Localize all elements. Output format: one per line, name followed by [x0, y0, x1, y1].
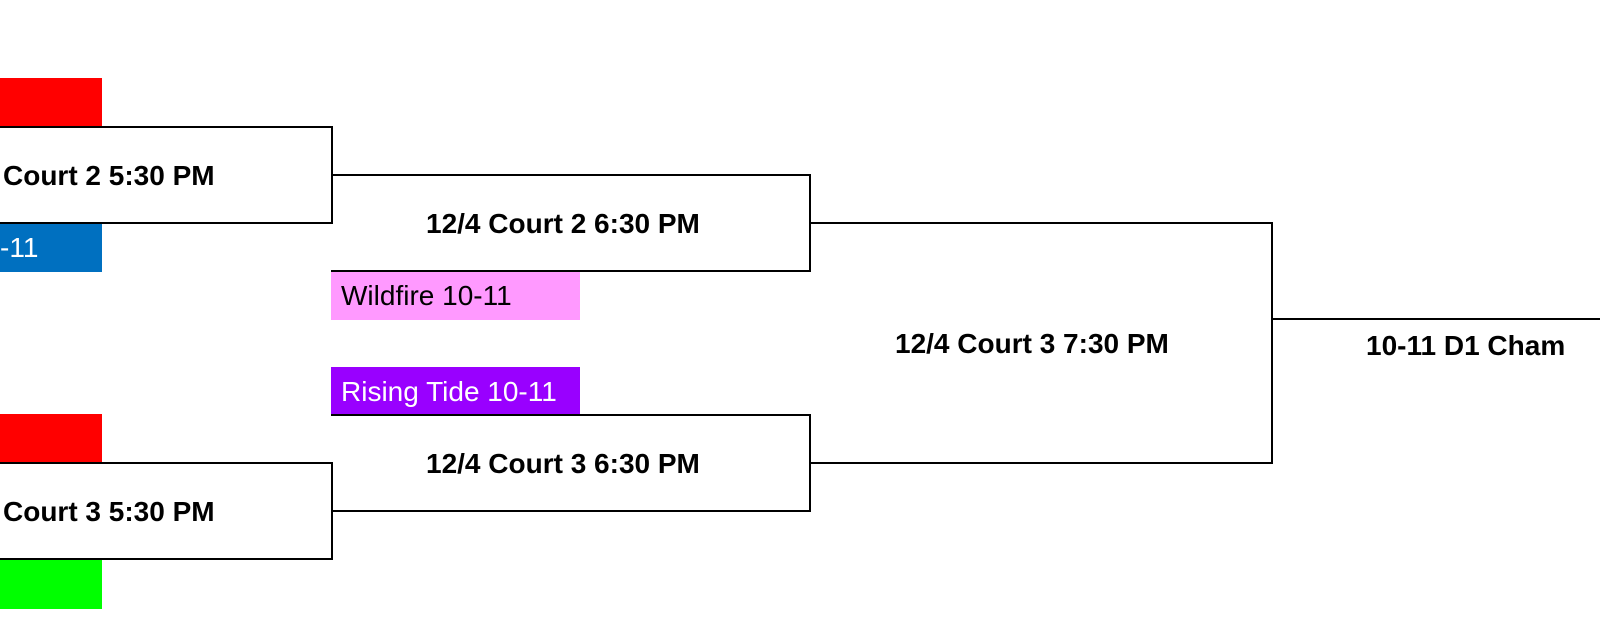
team-slot-red-bottom	[0, 414, 102, 463]
game-label-124-court2-630: 12/4 Court 2 6:30 PM	[426, 208, 700, 239]
bracket-line	[331, 270, 811, 272]
bracket-line	[331, 174, 811, 176]
bracket-line	[331, 414, 811, 416]
final-championship-label: 10-11 D1 Cham	[1366, 330, 1566, 361]
bracket-line	[331, 510, 811, 512]
bracket-line	[0, 222, 333, 224]
bracket-line	[0, 126, 333, 128]
bracket-line	[1271, 222, 1273, 464]
team-slot-green	[0, 560, 102, 609]
game-label-124-court3-630: 12/4 Court 3 6:30 PM	[426, 448, 700, 479]
team-slot-rising-tide: Rising Tide 10-11	[331, 367, 580, 416]
game-label-124-court3-730: 12/4 Court 3 7:30 PM	[895, 328, 1169, 359]
game-label-court2-530: Court 2 5:30 PM	[3, 160, 215, 191]
team-slot-wildfire: Wildfire 10-11	[331, 271, 580, 320]
team-slot-blue: -11	[0, 223, 102, 272]
team-slot-red-top	[0, 78, 102, 127]
game-label-court3-530: Court 3 5:30 PM	[3, 496, 215, 527]
bracket-line	[809, 222, 1273, 224]
bracket-line	[0, 462, 333, 464]
bracket-line-final	[1271, 318, 1600, 320]
bracket-line	[0, 558, 333, 560]
bracket-line	[809, 462, 1273, 464]
